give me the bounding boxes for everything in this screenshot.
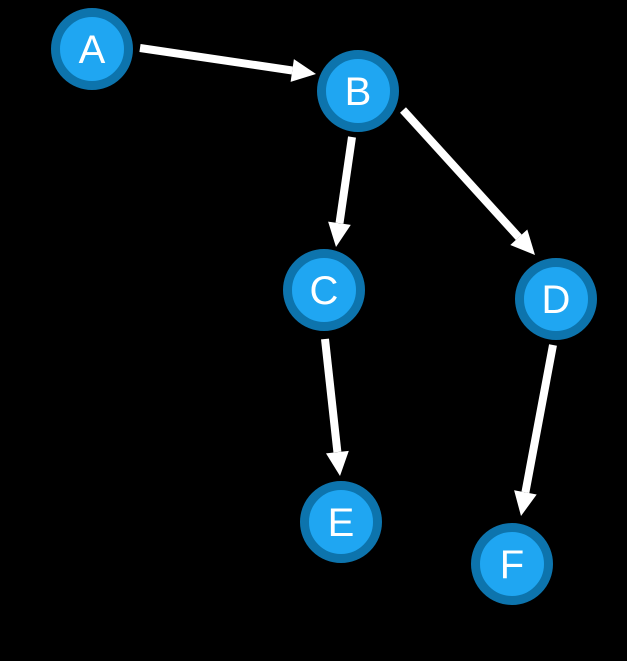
edge-B-C-shaft (335, 136, 356, 224)
node-E-circle (300, 481, 382, 563)
node-B[interactable]: B (317, 50, 399, 132)
node-A-circle (51, 8, 133, 90)
arrowhead-icon (514, 490, 537, 516)
edge-D-F[interactable] (514, 344, 557, 516)
node-B-circle (317, 50, 399, 132)
edge-A-B[interactable] (139, 44, 316, 82)
node-D[interactable]: D (515, 258, 597, 340)
nodes-layer: A B C D E F (51, 8, 597, 605)
node-E[interactable]: E (300, 481, 382, 563)
node-D-circle (515, 258, 597, 340)
edge-D-F-shaft (521, 344, 557, 494)
node-F-circle (471, 523, 553, 605)
edge-C-E-shaft (321, 338, 342, 453)
edges-layer (139, 44, 557, 516)
arrowhead-icon (326, 450, 349, 476)
arrowhead-icon (510, 229, 535, 255)
node-C[interactable]: C (283, 249, 365, 331)
node-A[interactable]: A (51, 8, 133, 90)
edge-A-B-shaft (139, 44, 293, 75)
node-C-circle (283, 249, 365, 331)
arrowhead-icon (328, 221, 351, 247)
edge-B-C[interactable] (328, 136, 356, 247)
edge-B-D-shaft (400, 107, 522, 240)
node-F[interactable]: F (471, 523, 553, 605)
arrowhead-icon (290, 59, 316, 82)
edge-B-D[interactable] (400, 107, 535, 255)
edge-C-E[interactable] (321, 338, 349, 476)
